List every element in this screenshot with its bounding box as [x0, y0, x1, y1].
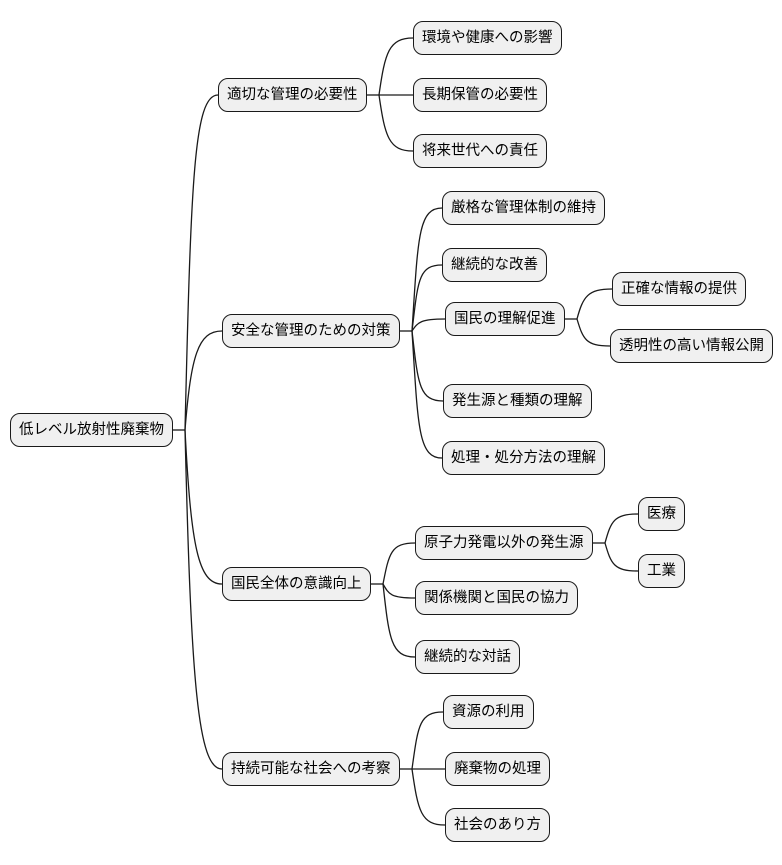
mindmap-edge: [382, 542, 416, 585]
mindmap-node-continuous-improvement: 継続的な改善: [442, 248, 547, 282]
mindmap-node-low-level-radioactive-waste: 低レベル放射性廃棄物: [10, 413, 173, 447]
mindmap-node-need-long-term-storage: 長期保管の必要性: [413, 78, 547, 112]
mindmap-node-sustainable-society: 持続可能な社会への考察: [222, 752, 400, 786]
mindmap-edge: [184, 429, 223, 770]
mindmap-edge: [184, 429, 223, 585]
mindmap-node-impact-environment-health: 環境や健康への影響: [413, 21, 562, 55]
mindmap-node-transparent-disclosure: 透明性の高い情報公開: [610, 329, 773, 363]
mindmap-edge: [378, 94, 414, 152]
mindmap-node-waste-treatment: 廃棄物の処理: [445, 752, 550, 786]
mindmap-node-public-understanding: 国民の理解促進: [445, 302, 565, 336]
mindmap-edge: [382, 583, 416, 658]
mindmap-edge: [411, 711, 444, 770]
mindmap-edge: [604, 513, 639, 544]
mindmap-node-cooperation-agencies-public: 関係機関と国民の協力: [415, 581, 578, 615]
mindmap-node-accurate-information: 正確な情報の提供: [612, 272, 746, 306]
mindmap-edge: [411, 264, 443, 332]
mindmap-edge: [411, 330, 444, 402]
mindmap-edge: [411, 768, 446, 826]
mindmap-node-resource-use: 資源の利用: [443, 695, 534, 729]
mindmap-edge: [411, 207, 443, 332]
mindmap-node-industry: 工業: [638, 554, 685, 588]
mindmap-edge: [576, 318, 611, 347]
mindmap-node-ideal-society: 社会のあり方: [445, 808, 550, 842]
mindmap-node-raising-public-awareness: 国民全体の意識向上: [222, 567, 371, 601]
mindmap-edge: [411, 318, 446, 332]
mindmap-edge: [604, 542, 639, 572]
mindmap-edge: [378, 37, 414, 96]
mindmap-node-understanding-sources-types: 発生源と種類の理解: [443, 384, 592, 418]
mindmap-node-continuous-dialogue: 継続的な対話: [415, 640, 520, 674]
mindmap-node-responsibility-future-generations: 将来世代への責任: [413, 134, 547, 168]
mindmap-node-strict-management-system: 厳格な管理体制の維持: [442, 191, 605, 225]
mindmap-node-medical: 医療: [638, 497, 685, 531]
mindmap-node-measures-safe-management: 安全な管理のための対策: [222, 314, 400, 348]
mindmap-edge: [184, 330, 223, 431]
mindmap-node-sources-other-than-nuclear: 原子力発電以外の発生源: [415, 526, 593, 560]
mindmap-node-need-for-proper-management: 適切な管理の必要性: [218, 78, 367, 112]
mindmap-node-understanding-treatment-disposal: 処理・処分方法の理解: [442, 441, 605, 475]
mindmap-edge: [382, 583, 416, 599]
mindmap-edge: [576, 288, 613, 320]
mindmap-edge: [184, 94, 219, 431]
mindmap-edge: [411, 330, 443, 459]
